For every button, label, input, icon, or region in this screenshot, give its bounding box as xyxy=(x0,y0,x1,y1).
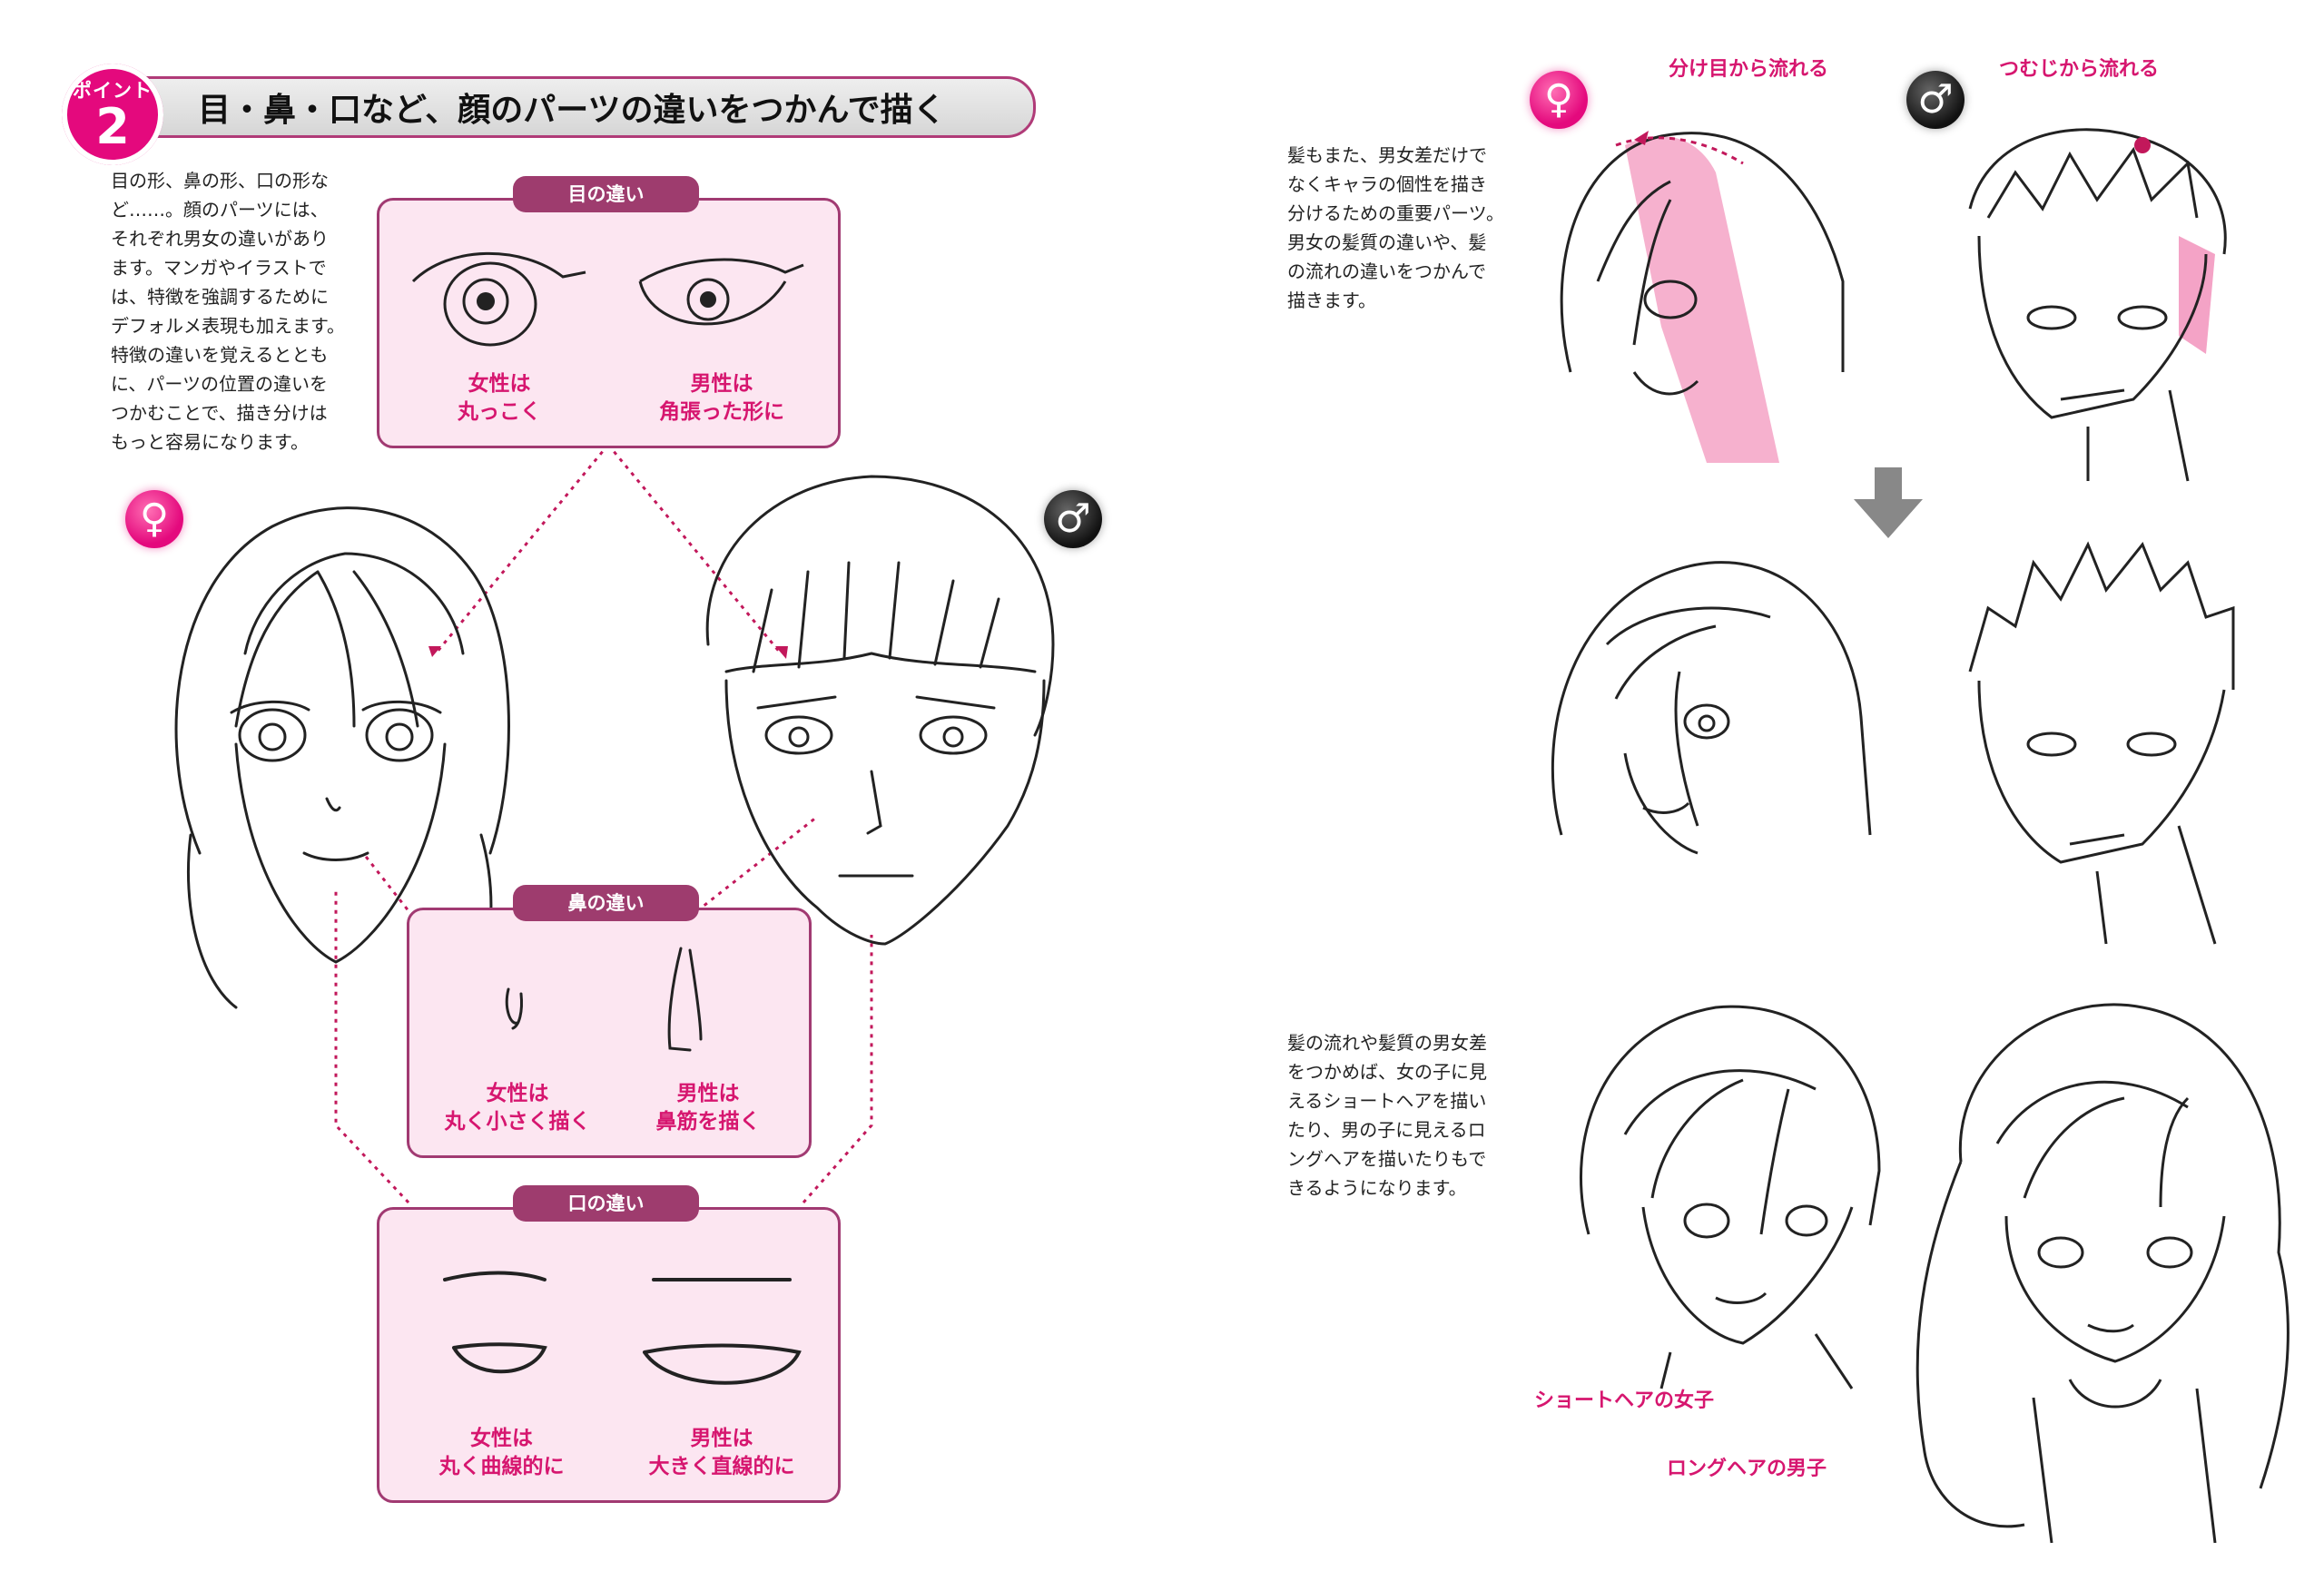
male-face-illustration xyxy=(705,475,1055,946)
male-symbol-hair-icon: ♂ xyxy=(1906,71,1965,129)
nose-comparison-box xyxy=(407,908,812,1158)
point-badge-number: 2 xyxy=(95,98,130,155)
male-hair-flow-label: つむじから流れる xyxy=(1999,58,2160,81)
title-bar xyxy=(136,76,1036,138)
hair-outro-text: 髪の流れや髪質の男女差 をつかめば、女の子に見 えるショートヘアを描い たり、男… xyxy=(1287,1032,1487,1199)
eyes-comparison-tag: 目の違い xyxy=(513,176,699,212)
eyes-male-caption: 男性は 角張った形に xyxy=(659,372,784,424)
point-badge-label: ポイント xyxy=(73,80,153,102)
arrow-down-icon xyxy=(1854,467,1923,538)
intro-text: 目の形、鼻の形、口の形など……。顔のパーツには、 それぞれ男女の違いがあり ます… xyxy=(111,170,345,453)
female-symbol-icon: ♀ xyxy=(125,490,183,548)
long-hair-boy-caption: ロングヘアの男子 xyxy=(1667,1458,1827,1480)
short-hair-girl-illustration xyxy=(1580,1005,1881,1389)
eye-shapes-illustration xyxy=(411,251,804,347)
nose-female-caption: 女性は 丸く小さく描く xyxy=(444,1082,591,1134)
nose-shapes-illustration xyxy=(505,947,703,1052)
page-title: 目・鼻・口など、顔のパーツの違いをつかんで描く xyxy=(198,92,946,129)
point-badge: ポイント 2 xyxy=(62,64,163,165)
female-face-illustration xyxy=(174,506,510,1009)
nose-male-caption: 男性は 鼻筋を描く xyxy=(655,1082,761,1134)
male-symbol-icon: ♂ xyxy=(1044,490,1102,548)
mouth-male-caption: 男性は 大きく直線的に xyxy=(648,1427,795,1478)
nose-comparison-tag: 鼻の違い xyxy=(513,885,699,921)
eyes-comparison-box xyxy=(377,198,841,448)
long-hair-boy-illustration xyxy=(1915,1003,2290,1544)
female-symbol-hair-icon: ♀ xyxy=(1530,71,1588,129)
female-hair-flow-label: 分け目から流れる xyxy=(1669,58,1829,81)
hair-intro-text: 髪もまた、男女差だけで なくキャラの個性を描き 分けるための重要パーツ。 男女の… xyxy=(1287,144,1504,311)
eyes-female-caption: 女性は 丸っこく xyxy=(458,372,541,424)
mouth-shapes-illustration xyxy=(443,1271,802,1385)
short-hair-girl-caption: ショートヘアの女子 xyxy=(1534,1389,1715,1412)
mouth-female-caption: 女性は 丸く曲線的に xyxy=(438,1427,565,1478)
male-hair-flow-diagram xyxy=(1968,128,2227,482)
female-hair-flow-diagram xyxy=(1560,131,1845,463)
male-short-hair-illustration xyxy=(1968,541,2235,945)
female-bob-illustration xyxy=(1551,561,1872,855)
mouth-comparison-tag: 口の違い xyxy=(513,1185,699,1222)
mouth-comparison-box xyxy=(377,1207,841,1503)
